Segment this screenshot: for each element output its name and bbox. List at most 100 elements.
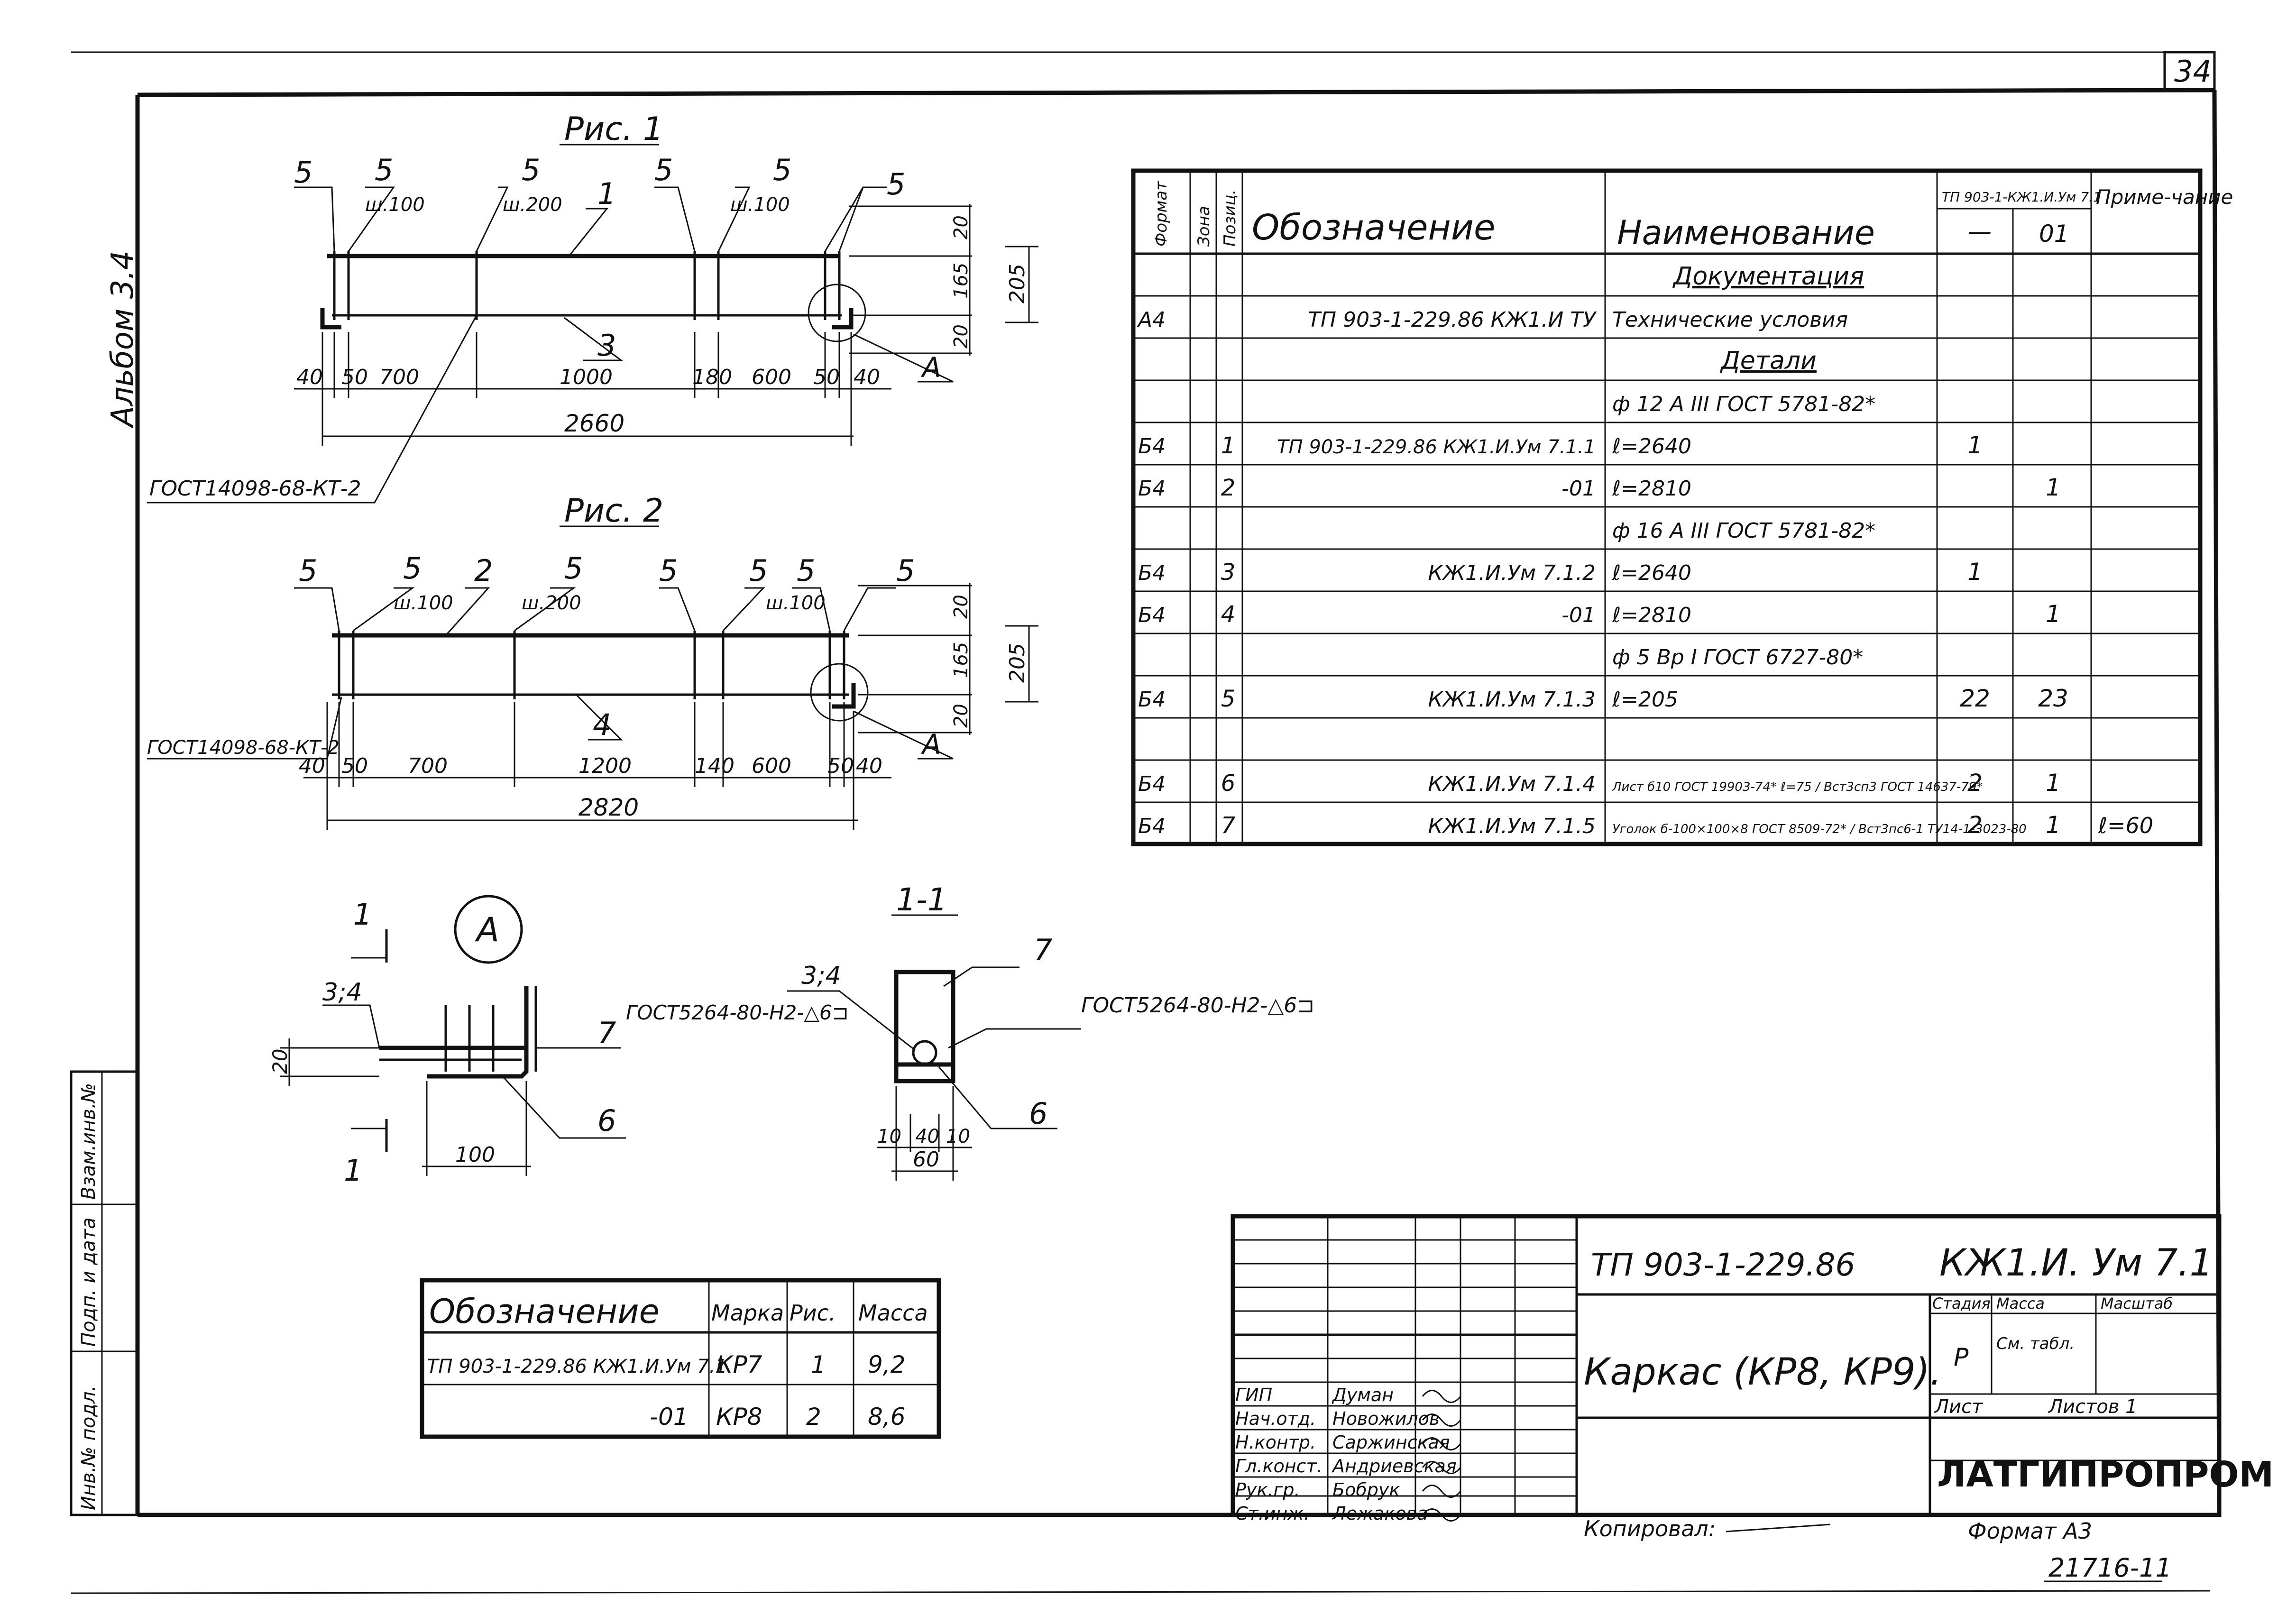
tb-sheets-header: Листов 1 <box>2048 1396 2138 1418</box>
spec-row-8-name: ℓ=2640 <box>1612 561 1691 585</box>
title-block: ТП 903-1-229.86 КЖ1.И. Ум 7.1 Каркас (КР… <box>1231 1214 2274 1583</box>
spec-row-5-fmt: Б4 <box>1138 434 1166 459</box>
spec-h-note: Приме-чание <box>2096 185 2233 209</box>
spec-row-8-q1: 1 <box>1967 558 1983 586</box>
tb-person-1: Думан <box>1332 1385 1394 1405</box>
fig1-total: 2660 <box>564 410 625 437</box>
mass-r1-fig: 1 <box>811 1351 826 1378</box>
spec-row-14-name: Уголок б-100×100×8 ГОСТ 8509-72* / Вст3п… <box>1612 822 2027 836</box>
fig2-spacing-c: ш.100 <box>766 592 826 614</box>
section-weld: ГОСТ5264-80-Н2-△6⊐ <box>1081 993 1314 1018</box>
mass-r2-fig: 2 <box>806 1403 821 1431</box>
tb-mass: См. табл. <box>1996 1334 2075 1353</box>
detail-a-pos6: 6 <box>597 1103 616 1138</box>
spec-row-6-name: ℓ=2810 <box>1612 477 1691 501</box>
spec-row-1-name: Документация <box>1672 262 1864 291</box>
fig2-weld-note: ГОСТ14098-68-КТ-2 <box>147 737 340 759</box>
fig2-pos-2: 2 <box>474 553 493 588</box>
detail-a-pos7: 7 <box>597 1016 616 1050</box>
spec-row-11-name: ℓ=205 <box>1612 688 1678 712</box>
fig2-pos-b: 5 <box>403 551 422 586</box>
spec-row-3-name: Детали <box>1720 347 1817 375</box>
tb-mass-header: Масса <box>1996 1294 2045 1312</box>
tb-role-4: Гл.конст. <box>1235 1456 1322 1477</box>
tb-role-2: Нач.отд. <box>1235 1408 1316 1429</box>
section-pos7: 7 <box>1034 933 1052 967</box>
fig1-spacing-c: ш.100 <box>730 194 790 216</box>
fig1-weld-note: ГОСТ14098-68-КТ-2 <box>149 477 361 501</box>
fig1-dim-180: 180 <box>692 365 732 389</box>
spec-row-9-fmt: Б4 <box>1138 603 1166 627</box>
fig1-h20b: 20 <box>950 324 972 349</box>
spec-row-14-note: ℓ=60 <box>2098 813 2153 838</box>
signature-5 <box>1422 1485 1461 1498</box>
spec-row-8-pos: 3 <box>1221 559 1236 586</box>
spec-row-14-fmt: Б4 <box>1138 814 1166 838</box>
spec-row-9-des: -01 <box>1561 603 1596 627</box>
tb-org: ЛАТГИПРОПРОМ <box>1937 1454 2274 1495</box>
spec-row-11-pos: 5 <box>1221 686 1236 712</box>
tb-person-5: Бобрук <box>1332 1479 1400 1500</box>
signature-3 <box>1422 1437 1461 1450</box>
fig1-pos-b: 5 <box>375 153 393 187</box>
fig1-spacing-a: ш.100 <box>365 194 425 216</box>
fig1-dim-40a: 40 <box>296 365 323 389</box>
mass-r1-designation: ТП 903-1-229.86 КЖ1.И.Ум 7.1 <box>427 1356 727 1377</box>
spec-row-14-des: КЖ1.И.Ум 7.1.5 <box>1428 814 1596 838</box>
section-dim40: 40 <box>915 1126 939 1147</box>
spec-row-14-q2: 1 <box>2046 811 2061 839</box>
spec-row-9-pos: 4 <box>1221 601 1236 628</box>
spec-row-9-q2: 1 <box>2046 600 2061 628</box>
mass-h-mark: Марка <box>711 1300 784 1326</box>
fig1-dim-1000: 1000 <box>560 365 613 389</box>
fig1-pos-f: 5 <box>887 167 905 202</box>
spec-row-13-des: КЖ1.И.Ум 7.1.4 <box>1428 772 1596 796</box>
spec-row-13-fmt: Б4 <box>1138 772 1166 796</box>
fig1-spacing-b: ш.200 <box>503 194 562 216</box>
signature-2 <box>1422 1413 1461 1427</box>
spec-row-8-fmt: Б4 <box>1138 561 1166 585</box>
fig2-pos-a: 5 <box>299 553 317 588</box>
spec-row-5-name: ℓ=2640 <box>1612 434 1691 459</box>
signature-4 <box>1422 1461 1461 1474</box>
spec-row-5-q1: 1 <box>1967 431 1983 459</box>
spec-row-6-fmt: Б4 <box>1138 477 1166 501</box>
fig1-dim-700: 700 <box>379 365 419 389</box>
fig1-title: Рис. 1 <box>564 110 663 148</box>
mass-r2-mark: КР8 <box>716 1403 762 1431</box>
signature-6 <box>1422 1508 1461 1522</box>
detail-a-dim100: 100 <box>455 1143 495 1167</box>
detail-a-weld: ГОСТ5264-80-Н2-△6⊐ <box>626 1001 849 1024</box>
fig1-pos-d: 5 <box>654 153 673 187</box>
sheet-number: 34 <box>2174 54 2212 89</box>
fig2-dim-50a: 50 <box>341 754 368 778</box>
spec-row-11-q1: 22 <box>1960 685 1990 712</box>
strip-replaced-inv: Взам.инв.№ <box>78 1083 100 1200</box>
spec-row-2-des: ТП 903-1-229.86 КЖ1.И ТУ <box>1308 308 1597 332</box>
tb-person-4: Андриевская <box>1331 1456 1457 1477</box>
fig1-h20a: 20 <box>950 215 972 239</box>
fig1-pos-3: 3 <box>597 328 616 363</box>
tb-role-3: Н.контр. <box>1235 1432 1316 1453</box>
fig2-total: 2820 <box>579 794 639 821</box>
tb-role-1: ГИП <box>1235 1385 1272 1405</box>
spec-row-6-des: -01 <box>1561 477 1596 501</box>
fig2-pos-c: 5 <box>564 551 583 586</box>
spec-h-format: Формат <box>1152 181 1171 247</box>
mass-r2-mass: 8,6 <box>868 1403 906 1431</box>
spec-row-13-name: Лист б10 ГОСТ 19903-74* ℓ=75 / Вст3сп3 Г… <box>1612 780 1983 794</box>
spec-row-13-pos: 6 <box>1221 770 1236 797</box>
fig2-spacing-a: ш.100 <box>394 592 453 614</box>
tb-stage: Р <box>1954 1343 1969 1372</box>
spec-h-pos: Позиц. <box>1221 190 1240 247</box>
detail-a-pos34: 3;4 <box>322 978 362 1007</box>
fig2-dim-700: 700 <box>408 754 448 778</box>
spec-row-14-pos: 7 <box>1221 812 1236 839</box>
section-dim10a: 10 <box>877 1126 901 1147</box>
spec-row-10-name: ф 5 Вр I ГОСТ 6727-80* <box>1612 645 1863 670</box>
detail-a: A 1 1 3;4 7 6 20 100 ГОСТ5264-80-Н2-△6⊐ <box>268 895 849 1188</box>
tb-role-6: Ст.инж. <box>1235 1503 1310 1524</box>
spec-h-qty-b: 01 <box>2039 220 2069 248</box>
mass-table: Обозначение Марка Рис. Масса ТП 903-1-22… <box>420 1278 941 1439</box>
spec-h-designation: Обозначение <box>1252 207 1495 248</box>
